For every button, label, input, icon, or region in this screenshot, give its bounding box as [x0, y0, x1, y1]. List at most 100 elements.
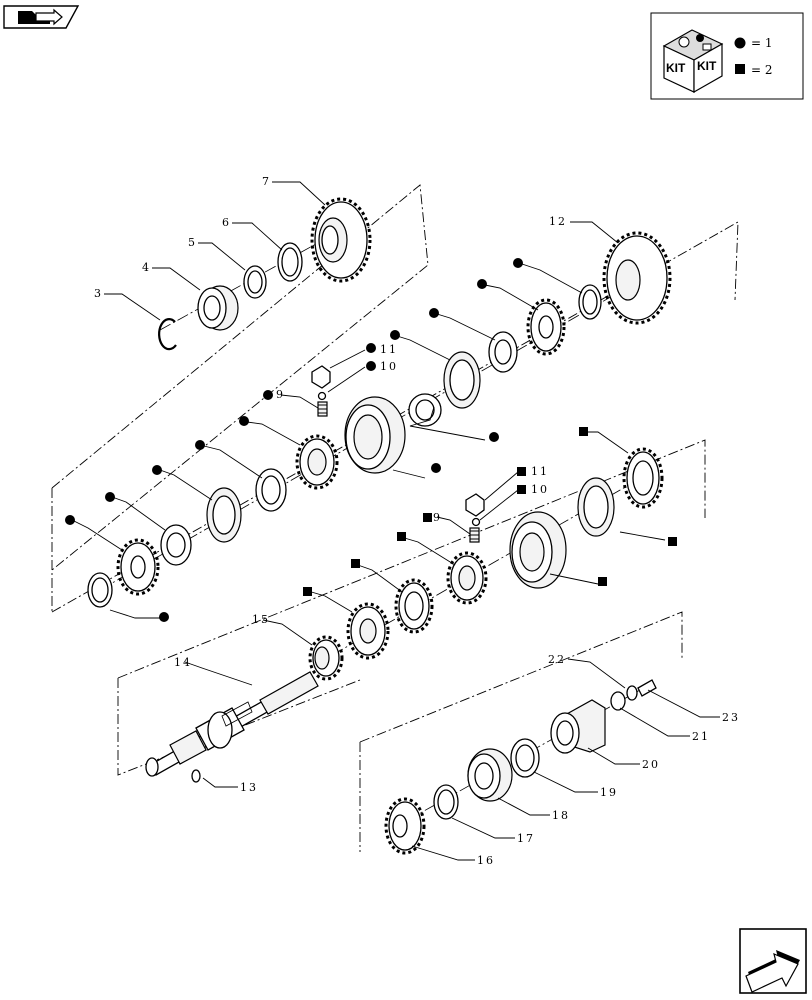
- lug-ring-upper-5[interactable]: [408, 393, 442, 427]
- leader-lines: [71, 181, 720, 861]
- callout-5: 5: [188, 236, 197, 249]
- part-11-block-upper[interactable]: [311, 365, 331, 389]
- square-kit-marker: [303, 587, 312, 596]
- vehicle-nav-icon[interactable]: [3, 5, 80, 29]
- lug-ring-upper-10[interactable]: [160, 524, 192, 566]
- part-20-housing[interactable]: [550, 699, 606, 754]
- square-kit-value: = 2: [751, 63, 773, 77]
- callout-16: 16: [477, 854, 495, 867]
- square-kit-marker: [423, 513, 432, 522]
- circle-kit-marker: [390, 330, 400, 340]
- hub-mid-4[interactable]: [446, 551, 488, 605]
- circle-kit-marker: [477, 279, 487, 289]
- next-page-arrow-icon[interactable]: [739, 928, 807, 994]
- sleeve-mid-3[interactable]: [509, 511, 567, 589]
- callout-labels: 7 6 5 4 3 12 11 10 9 11 10 9 15 14 13 22…: [94, 175, 740, 867]
- callout-10-mid: 10: [531, 483, 549, 496]
- square-kit-marker: [579, 427, 588, 436]
- gear-upper-2[interactable]: [526, 298, 566, 356]
- part-15-gear[interactable]: [308, 635, 344, 681]
- square-kit-marker: [397, 532, 406, 541]
- ring-upper-8[interactable]: [255, 468, 287, 512]
- part-18-bearing[interactable]: [467, 748, 513, 802]
- circle-kit-marker: [159, 612, 169, 622]
- callout-18: 18: [552, 809, 570, 822]
- sync-cone-mid-1[interactable]: [622, 447, 664, 509]
- circle-kit-marker: [195, 440, 205, 450]
- callout-23: 23: [722, 711, 740, 724]
- callout-9-mid: 9: [433, 511, 442, 524]
- callout-11-upper: 11: [380, 343, 398, 356]
- sync-cone-mid-2[interactable]: [577, 477, 615, 537]
- callout-20: 20: [642, 758, 660, 771]
- circle-kit-marker: [734, 37, 746, 49]
- part-5-ring[interactable]: [243, 265, 267, 299]
- sync-cone-upper-4[interactable]: [443, 351, 481, 409]
- part-10-ball-upper[interactable]: [317, 391, 327, 401]
- kit-legend: KIT KIT = 1 = 2: [650, 12, 804, 100]
- kit-label-right: KIT: [697, 59, 717, 73]
- part-17-washer[interactable]: [433, 784, 459, 820]
- callout-9-upper: 9: [276, 388, 285, 401]
- part-3-snap-ring[interactable]: [158, 318, 177, 351]
- sync-cone-upper-9[interactable]: [206, 487, 242, 543]
- part-6-washer[interactable]: [277, 242, 303, 282]
- part-7-gear[interactable]: [310, 197, 372, 283]
- circle-kit-marker: [429, 308, 439, 318]
- gear-mid-6[interactable]: [346, 602, 390, 660]
- part-13-pin[interactable]: [191, 769, 201, 783]
- callout-13: 13: [240, 781, 258, 794]
- circle-kit-marker: [489, 432, 499, 442]
- part-12-gear[interactable]: [602, 231, 672, 325]
- part-19-ring[interactable]: [510, 738, 540, 778]
- square-kit-marker: [598, 577, 607, 586]
- lug-ring-upper-3[interactable]: [488, 331, 518, 373]
- circle-kit-marker: [431, 463, 441, 473]
- callout-4: 4: [142, 261, 151, 274]
- hub-upper-7[interactable]: [295, 434, 339, 490]
- part-22-washer[interactable]: [626, 685, 638, 701]
- part-10-ball-mid[interactable]: [471, 517, 481, 527]
- callout-6: 6: [222, 216, 231, 229]
- callout-12: 12: [549, 215, 567, 228]
- callout-11-mid: 11: [531, 465, 549, 478]
- part-9-spring-upper[interactable]: [317, 401, 328, 417]
- part-21-ring[interactable]: [610, 691, 626, 711]
- square-kit-marker: [735, 64, 745, 74]
- kit-label-left: KIT: [666, 61, 686, 75]
- callout-14: 14: [174, 656, 192, 669]
- callout-3: 3: [94, 287, 103, 300]
- square-kit-marker: [517, 485, 526, 494]
- circle-kit-value: = 1: [751, 36, 773, 50]
- circle-kit-marker: [152, 465, 162, 475]
- square-kit-marker: [517, 467, 526, 476]
- part-23-bolt[interactable]: [637, 679, 657, 697]
- circle-kit-marker: [263, 390, 273, 400]
- part-4-bearing[interactable]: [197, 285, 239, 331]
- part-11-block-mid[interactable]: [465, 493, 485, 517]
- group-outlines: [51, 184, 739, 852]
- circle-kit-marker: [366, 343, 376, 353]
- part-14-shaft[interactable]: [145, 671, 319, 777]
- callout-10-upper: 10: [380, 360, 398, 373]
- part-9-spring-mid[interactable]: [469, 527, 480, 543]
- kit-box-icon: KIT KIT: [662, 29, 724, 94]
- circle-kit-marker: [513, 258, 523, 268]
- circle-kit-marker: [366, 361, 376, 371]
- circle-kit-marker: [65, 515, 75, 525]
- sleeve-upper-6[interactable]: [344, 396, 406, 474]
- circle-kit-marker: [105, 492, 115, 502]
- gear-upper-11[interactable]: [116, 538, 160, 596]
- part-16-gear[interactable]: [384, 797, 426, 855]
- callout-15: 15: [252, 613, 270, 626]
- callout-7: 7: [262, 175, 271, 188]
- callout-19: 19: [600, 786, 618, 799]
- ring-upper-1[interactable]: [578, 284, 602, 320]
- sync-cone-mid-5[interactable]: [394, 578, 434, 634]
- callout-21: 21: [692, 730, 710, 743]
- kit-markers: [65, 258, 677, 622]
- circle-kit-marker: [239, 416, 249, 426]
- callout-17: 17: [517, 832, 535, 845]
- ring-upper-12[interactable]: [87, 572, 113, 608]
